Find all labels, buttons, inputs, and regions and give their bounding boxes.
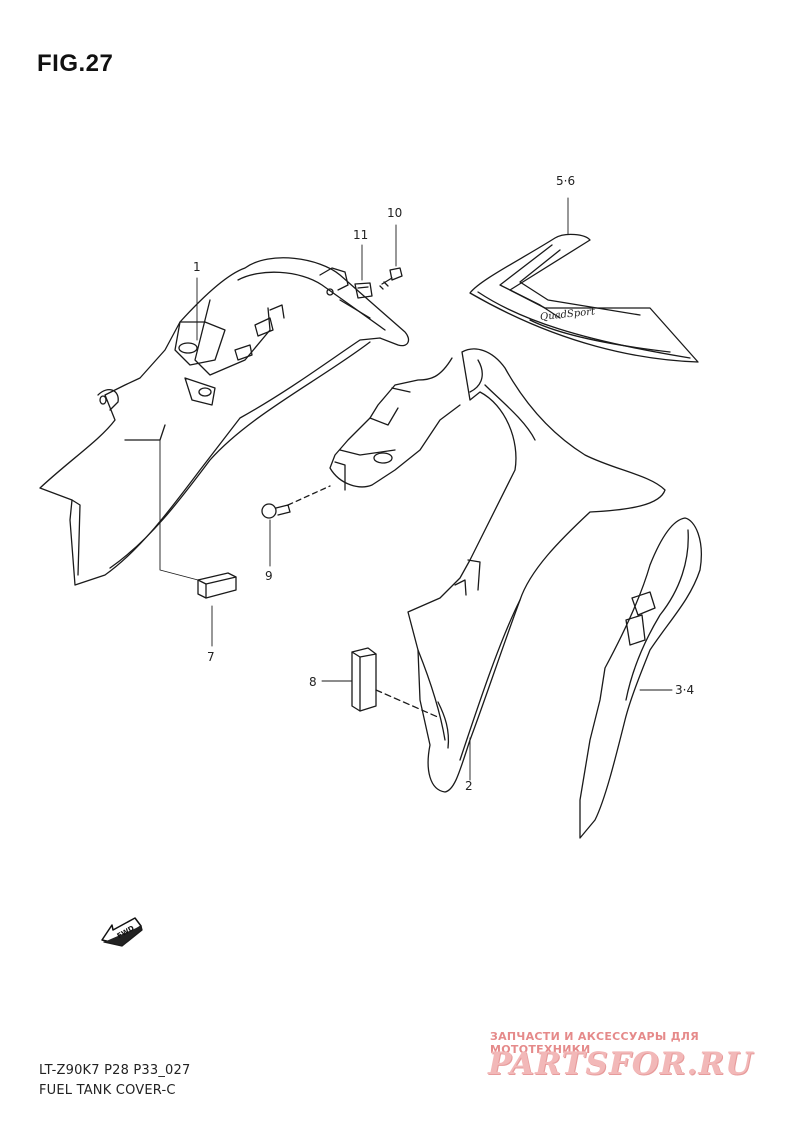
part-10-screw bbox=[379, 224, 403, 290]
callout-1: 1 bbox=[193, 260, 201, 274]
watermark-logo: PARTSFOR.RU bbox=[488, 1046, 754, 1082]
watermark-tagline: ЗАПЧАСТИ И АКСЕССУАРЫ ДЛЯ МОТОТЕХНИКИ bbox=[490, 1030, 700, 1056]
diagram-name: FUEL TANK COVER-C bbox=[39, 1083, 176, 1098]
callout-9: 9 bbox=[265, 569, 273, 583]
callout-2: 2 bbox=[465, 779, 473, 793]
figure-title: FIG.27 bbox=[37, 50, 114, 77]
fwd-arrow-icon bbox=[101, 917, 143, 947]
callout-7: 7 bbox=[207, 650, 215, 664]
part-1-inner-cover bbox=[39, 257, 410, 586]
part-5-6-decal bbox=[469, 197, 699, 363]
part-2-tank-cover bbox=[329, 348, 666, 793]
part-8-cushion bbox=[321, 647, 441, 719]
part-7-cushion bbox=[197, 572, 237, 647]
diagram-code: LT-Z90K7 P28 P33_027 bbox=[39, 1063, 191, 1078]
part-3-4-side-decal bbox=[579, 517, 702, 839]
callout-3-4: 3·4 bbox=[675, 683, 694, 697]
part-11-clip bbox=[354, 244, 373, 299]
callout-8: 8 bbox=[309, 675, 317, 689]
part-9-fastener bbox=[261, 485, 331, 567]
callout-5-6: 5·6 bbox=[556, 174, 575, 188]
decal-text: QuadSport bbox=[540, 306, 597, 323]
callout-10: 10 bbox=[387, 206, 402, 220]
callout-11: 11 bbox=[353, 228, 368, 242]
